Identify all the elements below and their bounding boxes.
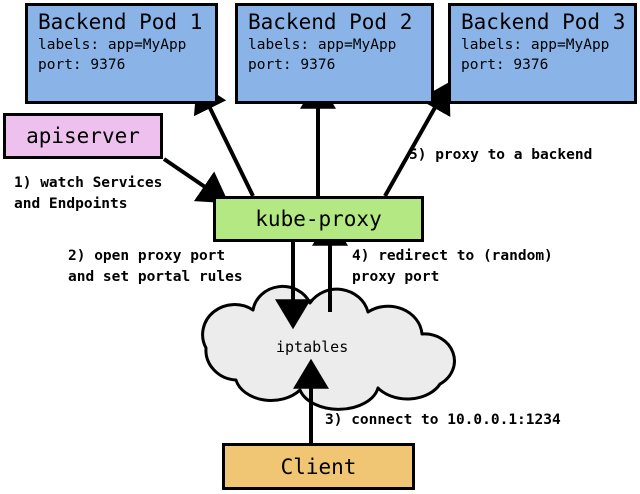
- arrow-apiserver-to-kubeproxy: [162, 157, 229, 204]
- client-label: Client: [280, 454, 357, 479]
- backend-pod-1-box: Backend Pod 1 labels: app=MyApp port: 93…: [25, 3, 218, 104]
- backend-pod-3-box: Backend Pod 3 labels: app=MyApp port: 93…: [448, 3, 637, 104]
- backend-pod-1-port: port: 9376: [38, 57, 126, 73]
- backend-pod-2-labels: labels: app=MyApp: [248, 37, 397, 53]
- iptables-label: iptables: [276, 338, 349, 356]
- step-5-line-1: 5) proxy to a backend: [409, 147, 593, 163]
- step-3-line-1: 3) connect to 10.0.0.1:1234: [325, 412, 561, 428]
- backend-pod-1-labels: labels: app=MyApp: [38, 37, 187, 53]
- kube-proxy-box: kube-proxy: [213, 196, 424, 242]
- backend-pod-3-title: Backend Pod 3: [461, 10, 626, 34]
- arrow-kubeproxy-to-pod1: [193, 81, 255, 197]
- backend-pod-3-port: port: 9376: [461, 57, 549, 73]
- step-2-line-2: and set portal rules: [68, 269, 243, 285]
- step-4-line-2: proxy port: [352, 269, 440, 285]
- apiserver-box: apiserver: [3, 113, 163, 159]
- iptables-cloud: [201, 284, 456, 411]
- step-1-line-1: 1) watch Services: [14, 175, 163, 191]
- client-box: Client: [222, 443, 415, 490]
- backend-pod-1-title: Backend Pod 1: [38, 10, 203, 34]
- backend-pod-2-title: Backend Pod 2: [248, 10, 413, 34]
- backend-pod-2-port: port: 9376: [248, 57, 336, 73]
- backend-pod-3-labels: labels: app=MyApp: [461, 37, 610, 53]
- backend-pod-2-box: Backend Pod 2 labels: app=MyApp port: 93…: [235, 3, 434, 104]
- step-4-line-1: 4) redirect to (random): [352, 248, 553, 264]
- step-1-line-2: and Endpoints: [14, 196, 128, 212]
- apiserver-label: apiserver: [26, 124, 140, 148]
- kube-proxy-label: kube-proxy: [255, 207, 382, 231]
- step-2-line-1: 2) open proxy port: [68, 248, 226, 264]
- arrow-kubeproxy-to-pod3: [383, 82, 451, 197]
